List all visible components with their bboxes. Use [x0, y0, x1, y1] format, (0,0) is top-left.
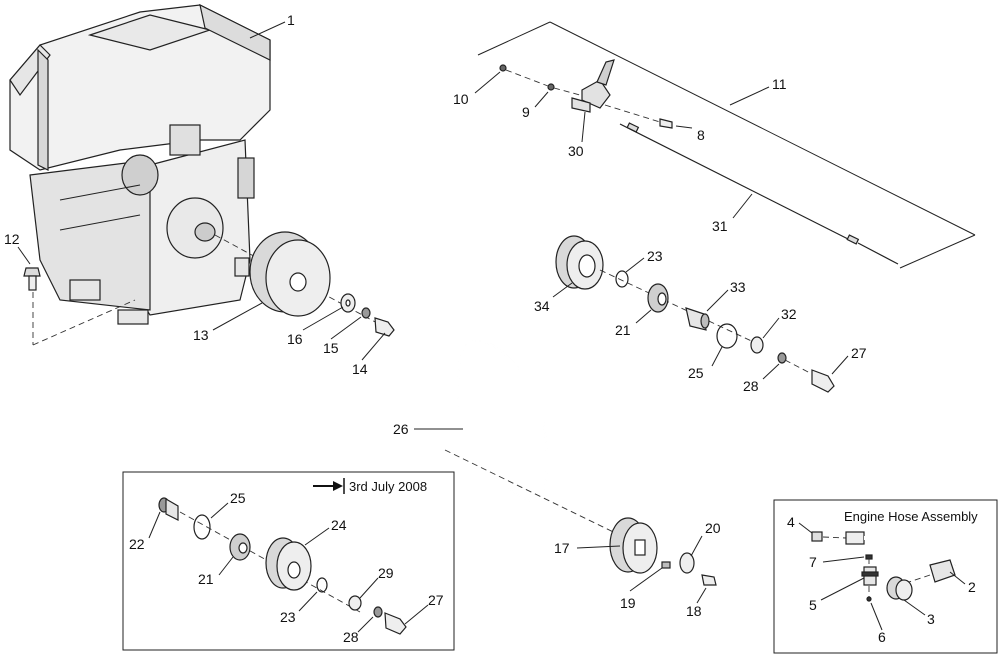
callout-18: 18: [686, 603, 702, 619]
pulley-34-drawing: [555, 235, 604, 290]
callout-3: 3: [927, 611, 935, 627]
bearing-21-drawing: [647, 283, 669, 313]
pulley-17-drawing: [609, 517, 658, 574]
nut-15-drawing: [361, 307, 371, 319]
circlip-23-inset-drawing: [316, 577, 328, 593]
callout-21a: 21: [615, 322, 631, 338]
engine-drawing: [9, 3, 271, 325]
callout-22: 22: [129, 536, 145, 552]
callout-1: 1: [287, 12, 295, 28]
callout-23b: 23: [280, 609, 296, 625]
spacer-22-drawing: [158, 497, 179, 521]
callout-23a: 23: [647, 248, 663, 264]
bolt-27-drawing: [811, 369, 835, 393]
hose-2-drawing: [845, 531, 962, 583]
callout-31: 31: [712, 218, 728, 234]
callout-5: 5: [809, 597, 817, 613]
inset-left-title: 3rd July 2008: [349, 479, 427, 494]
plug-6-drawing: [866, 596, 872, 602]
callout-25b: 25: [230, 490, 246, 506]
callout-24: 24: [331, 517, 347, 533]
leader-lines: [17, 21, 966, 633]
callout-28a: 28: [743, 378, 759, 394]
callout-27a: 27: [851, 345, 867, 361]
callout-8: 8: [697, 127, 705, 143]
callout-16: 16: [287, 331, 303, 347]
key-19-drawing: [661, 561, 671, 569]
callout-11: 11: [772, 76, 787, 92]
nut-28-inset-drawing: [373, 606, 383, 618]
callout-9: 9: [522, 104, 530, 120]
callout-33: 33: [730, 279, 746, 295]
callout-30: 30: [568, 143, 584, 159]
bolt-14-drawing: [374, 317, 395, 337]
callout-4: 4: [787, 514, 795, 530]
screw-8-drawing: [659, 118, 673, 129]
washer-16-drawing: [340, 293, 356, 313]
washer-32-drawing: [750, 336, 764, 354]
callout-28b: 28: [343, 629, 359, 645]
fitting-4-drawing: [811, 531, 823, 542]
callout-21b: 21: [198, 571, 214, 587]
pulley-13-drawing: [249, 231, 331, 317]
cable-31-drawing: [619, 122, 899, 265]
callout-25a: 25: [688, 365, 704, 381]
bolt-27-inset-drawing: [384, 612, 407, 635]
callout-15: 15: [323, 340, 339, 356]
callout-7: 7: [809, 554, 817, 570]
callout-32: 32: [781, 306, 797, 322]
inset-right-frame: [773, 499, 998, 654]
washer-29-drawing: [348, 595, 362, 611]
circlip-25-inset-drawing: [193, 514, 211, 540]
callout-14: 14: [352, 361, 368, 377]
inset-right-title: Engine Hose Assembly: [844, 509, 978, 524]
spacer-33-drawing: [685, 307, 710, 331]
callout-26: 26: [393, 421, 409, 437]
callout-10: 10: [453, 91, 469, 107]
arrow-right-icon: [313, 478, 345, 494]
circlip-25-drawing: [716, 323, 738, 349]
callout-17: 17: [554, 540, 570, 556]
callout-2: 2: [968, 579, 976, 595]
adapter-3-drawing: [886, 576, 913, 601]
washer-20-drawing: [679, 552, 695, 574]
callout-34: 34: [534, 298, 550, 314]
bolt-18-drawing: [701, 574, 717, 586]
callout-13: 13: [193, 327, 209, 343]
belt-26-drawing: [456, 339, 548, 502]
callout-29: 29: [378, 565, 394, 581]
pulley-24-drawing: [265, 537, 312, 591]
nut-28-drawing: [777, 352, 787, 364]
circlip-23-drawing: [615, 270, 629, 288]
callout-20: 20: [705, 520, 721, 536]
inset-left-frame: [122, 471, 455, 651]
callout-6: 6: [878, 629, 886, 645]
bearing-21-inset-drawing: [229, 533, 251, 561]
callout-12: 12: [4, 231, 20, 247]
bolt-12-drawing: [23, 267, 41, 291]
tee-5-drawing: [861, 566, 879, 586]
callout-19: 19: [620, 595, 636, 611]
throttle-lever-30-drawing: [571, 59, 615, 113]
callout-27b: 27: [428, 592, 444, 608]
